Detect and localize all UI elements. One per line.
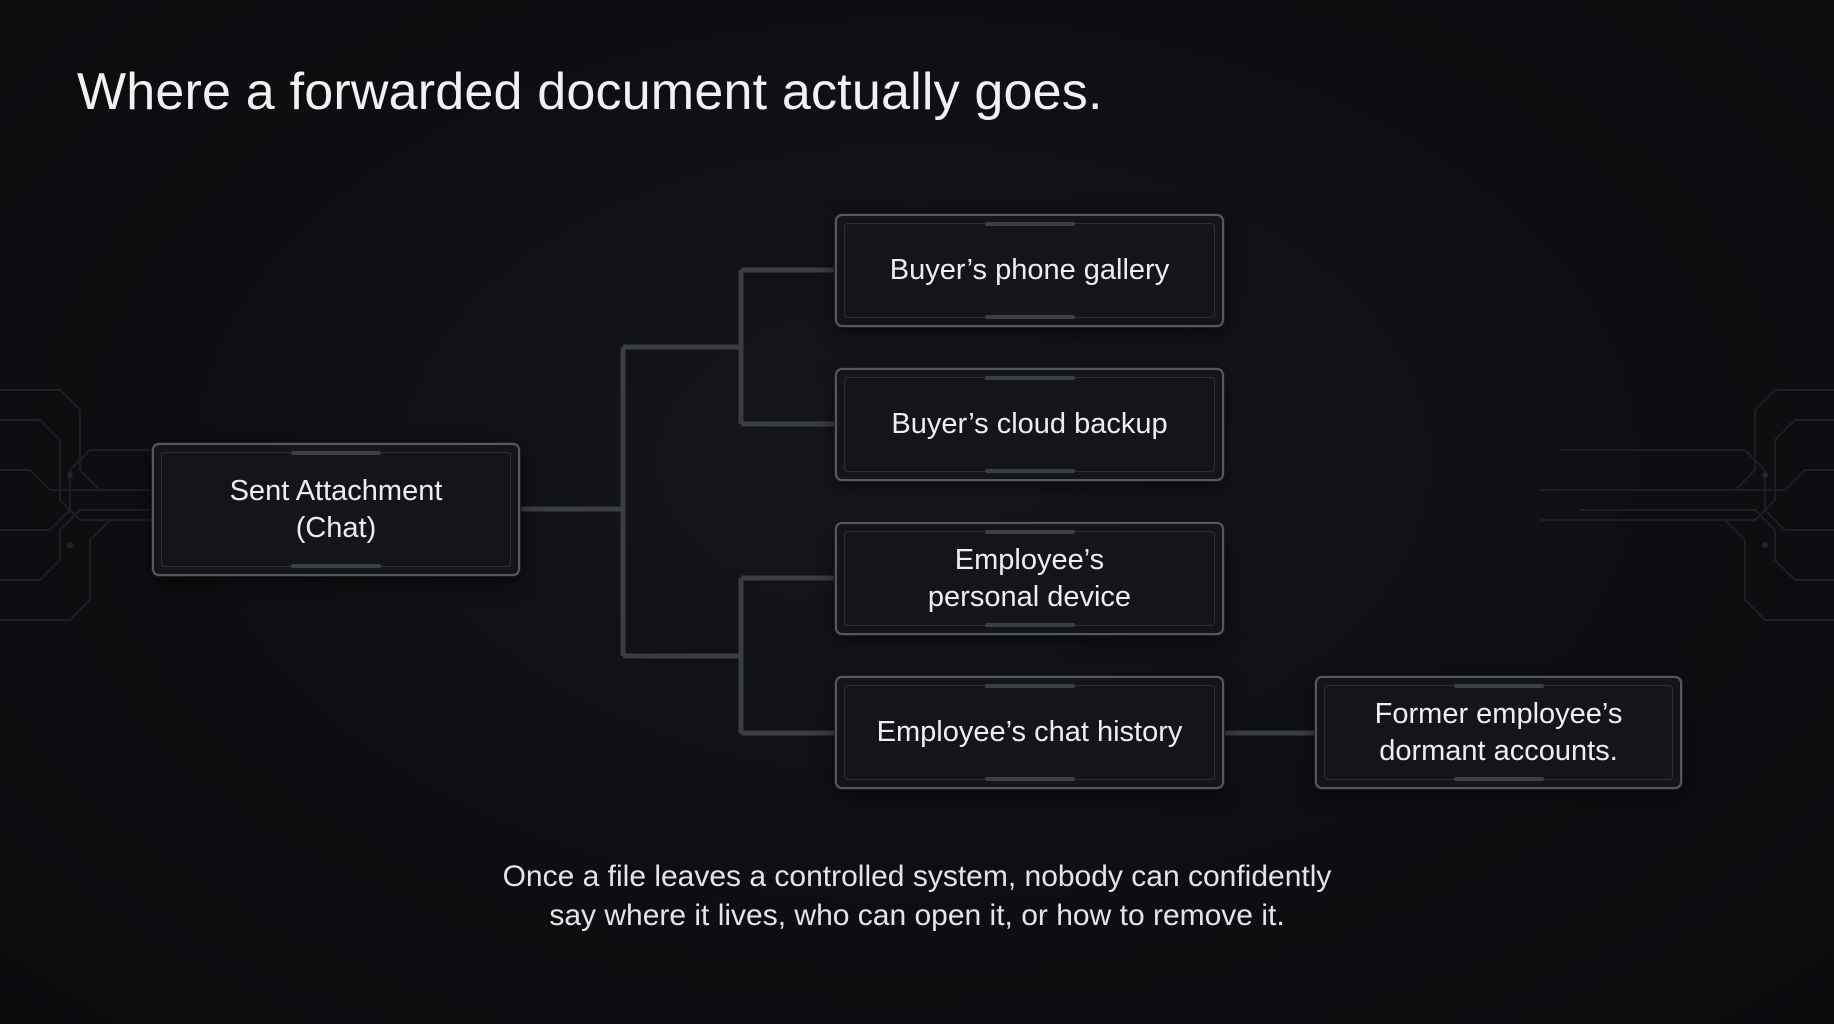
node-former-employee-dormant-accounts: Former employee’s dormant accounts. [1315,676,1682,789]
node-buyer-cloud-backup: Buyer’s cloud backup [835,368,1224,481]
node-label: Buyer’s cloud backup [837,370,1222,479]
node-label: Employee’s personal device [837,524,1222,633]
node-label-line: Sent Attachment [229,474,443,507]
node-label: Employee’s chat history [837,678,1222,787]
circuit-decoration-right [1540,389,1834,621]
node-label: Buyer’s phone gallery [837,216,1222,325]
node-employee-chat-history: Employee’s chat history [835,676,1224,789]
node-label-line: Buyer’s phone gallery [889,254,1170,286]
circuit-decoration-left [0,389,150,621]
node-label-line: Buyer’s cloud backup [891,408,1168,440]
slide-title: Where a forwarded document actually goes… [77,63,1103,121]
node-label-line: (Chat) [295,511,377,544]
node-label: Former employee’s dormant accounts. [1317,678,1680,787]
node-sent-attachment: Sent Attachment (Chat) [152,443,520,576]
node-label-line: Employee’s [954,543,1105,576]
slide-caption: Once a file leaves a controlled system, … [367,857,1467,935]
node-buyer-phone-gallery: Buyer’s phone gallery [835,214,1224,327]
caption-line: say where it lives, who can open it, or … [549,899,1285,932]
node-label-line: dormant accounts. [1379,734,1618,767]
node-employee-personal-device: Employee’s personal device [835,522,1224,635]
caption-line: Once a file leaves a controlled system, … [502,860,1332,893]
node-label: Sent Attachment (Chat) [154,445,518,574]
node-label-line: personal device [927,580,1132,613]
node-label-line: Employee’s chat history [876,716,1183,748]
node-label-line: Former employee’s [1374,697,1623,730]
